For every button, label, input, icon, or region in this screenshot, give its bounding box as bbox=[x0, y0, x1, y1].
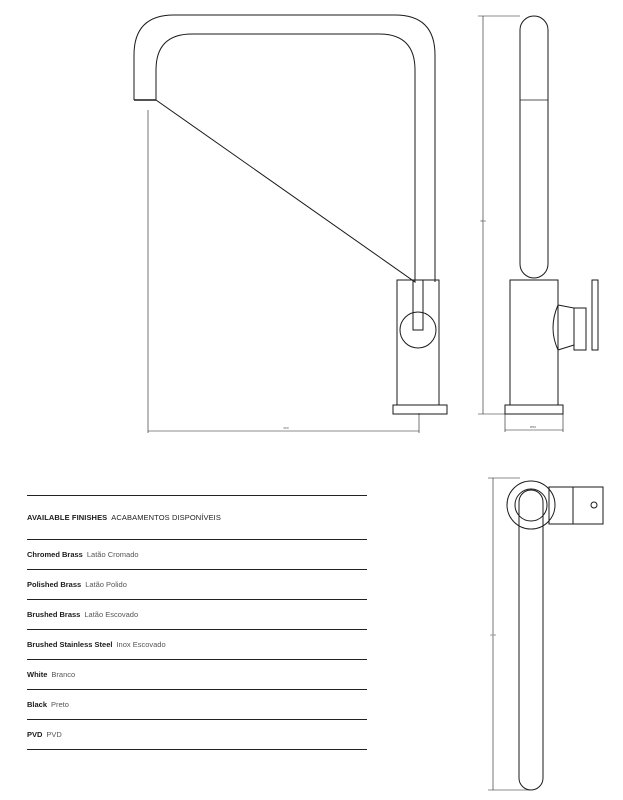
dim-side-height: 380 bbox=[480, 219, 486, 223]
finish-name-en: Black bbox=[27, 700, 48, 709]
front-lever-knob bbox=[399, 311, 437, 349]
side-base-plate bbox=[504, 404, 564, 415]
dim-front-width: 300 bbox=[283, 426, 289, 430]
front-view bbox=[133, 14, 448, 433]
side-body bbox=[509, 279, 559, 406]
top-spout bbox=[518, 489, 544, 791]
side-lever-handle bbox=[573, 307, 587, 351]
top-lever-housing bbox=[548, 486, 574, 525]
top-lever-screw bbox=[590, 501, 598, 509]
side-lever-connector bbox=[552, 304, 575, 351]
finish-name-pt: Preto bbox=[51, 700, 69, 709]
finish-name-pt: Latão Polido bbox=[85, 580, 127, 589]
finishes-heading: AVAILABLE FINISHES ACABAMENTOS DISPONÍVE… bbox=[27, 496, 367, 540]
finish-row: Brushed Stainless Steel Inox Escovado bbox=[27, 630, 367, 660]
dim-top-length: 230 bbox=[490, 633, 496, 637]
finish-name-en: Brushed Brass bbox=[27, 610, 81, 619]
heading-en: AVAILABLE FINISHES bbox=[27, 513, 108, 522]
finish-name-en: Polished Brass bbox=[27, 580, 82, 589]
finish-name-en: Brushed Stainless Steel bbox=[27, 640, 113, 649]
finish-row: Brushed Brass Latão Escovado bbox=[27, 600, 367, 630]
finish-name-en: PVD bbox=[27, 730, 43, 739]
table-top-rule bbox=[27, 495, 367, 496]
finish-row: Black Preto bbox=[27, 690, 367, 720]
finishes-table: AVAILABLE FINISHES ACABAMENTOS DISPONÍVE… bbox=[27, 495, 367, 750]
finish-row: PVD PVD bbox=[27, 720, 367, 750]
finish-name-pt: Latão Escovado bbox=[84, 610, 139, 619]
side-view bbox=[478, 15, 599, 432]
top-lever-handle bbox=[572, 486, 604, 525]
front-base-plate bbox=[392, 404, 448, 415]
heading-pt: ACABAMENTOS DISPONÍVEIS bbox=[111, 513, 221, 522]
finish-name-en: Chromed Brass bbox=[27, 550, 83, 559]
dim-side-base: Ø50 bbox=[530, 424, 536, 429]
front-lever-body bbox=[396, 279, 440, 406]
side-spout bbox=[519, 15, 549, 279]
top-base-outer bbox=[506, 480, 556, 530]
finish-row: Polished Brass Latão Polido bbox=[27, 570, 367, 600]
finish-name-en: White bbox=[27, 670, 48, 679]
finish-name-pt: Latão Cromado bbox=[86, 550, 139, 559]
finish-row: White Branco bbox=[27, 660, 367, 690]
finish-name-pt: Branco bbox=[51, 670, 76, 679]
top-view bbox=[488, 477, 604, 791]
finish-name-pt: Inox Escovado bbox=[116, 640, 166, 649]
side-lever-pin bbox=[591, 279, 599, 351]
finish-row: Chromed Brass Latão Cromado bbox=[27, 540, 367, 570]
top-base-inner bbox=[514, 488, 548, 522]
front-lever-handle bbox=[412, 279, 424, 331]
front-spout-outline bbox=[133, 14, 436, 283]
finish-name-pt: PVD bbox=[46, 730, 62, 739]
